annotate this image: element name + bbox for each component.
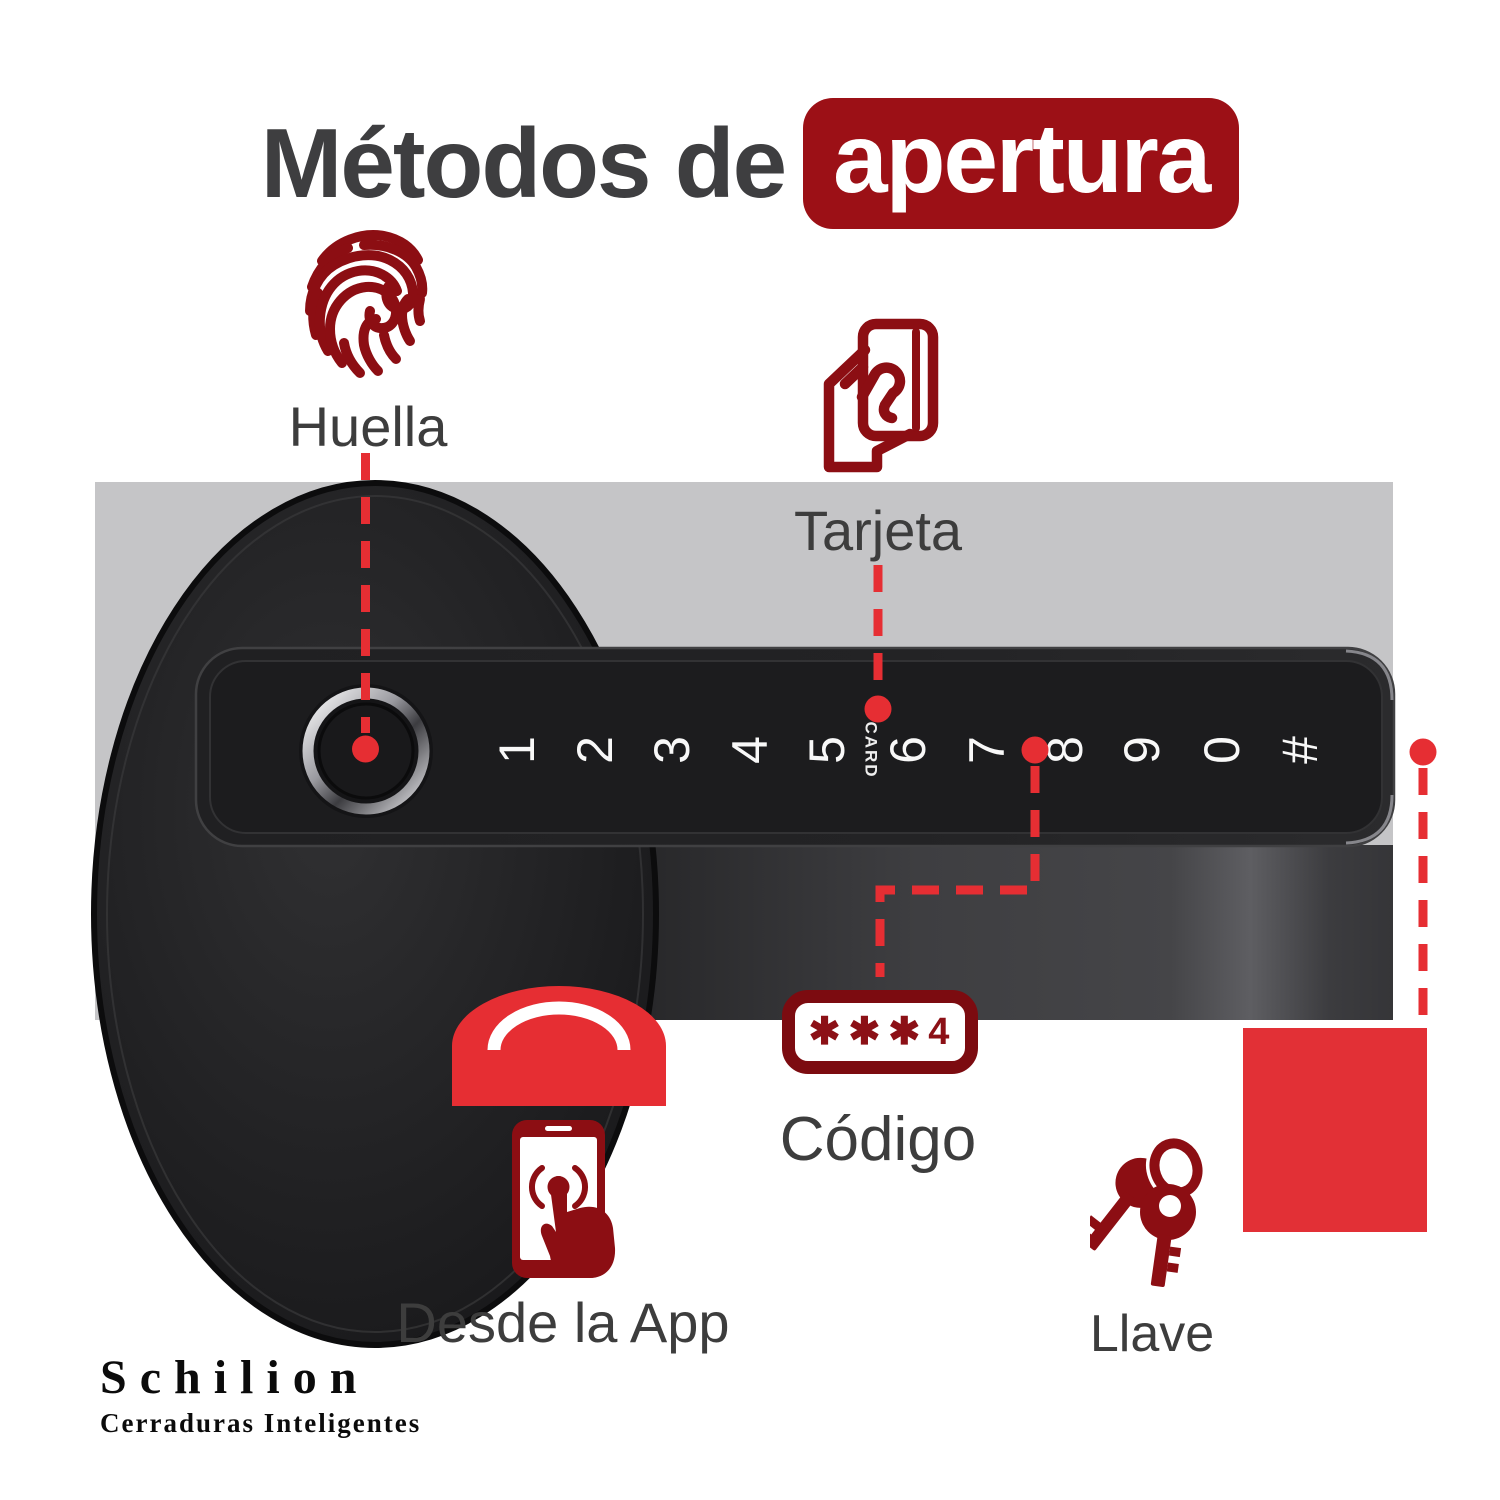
lock-rosette-rim	[106, 495, 644, 1333]
photo-shadow-band	[600, 845, 1393, 1020]
tarjeta-label: Tarjeta	[793, 499, 963, 562]
lock-handle-edge-highlight	[1345, 649, 1394, 845]
padlock-shape	[452, 986, 666, 1106]
keypad-key: 3	[644, 736, 700, 764]
codigo-connector-line	[875, 766, 1040, 977]
code-display-box: ✱✱✱4	[782, 990, 978, 1074]
keypad-key: 0	[1194, 736, 1250, 764]
red-square-accent	[1243, 1028, 1427, 1232]
title-highlight-box: apertura	[803, 98, 1240, 229]
title-prefix: Métodos de	[260, 108, 787, 218]
keypad-key: 2	[567, 736, 623, 764]
page-title: Métodos de apertura	[0, 98, 1500, 229]
keypad-key: 1	[489, 736, 545, 764]
llave-connector-dot	[1409, 738, 1437, 766]
card-reader-label: CARD	[862, 721, 881, 778]
keypad-key: 5	[799, 736, 855, 764]
huella-connector-dot	[352, 735, 379, 763]
card-in-hand-icon	[823, 318, 939, 473]
keypad-key: 7	[959, 736, 1015, 764]
keypad-key: 6	[880, 736, 936, 764]
brand-logo: Schilion	[100, 1351, 370, 1404]
llave-label: Llave	[1089, 1305, 1215, 1363]
brand-tagline: Cerraduras Inteligentes	[100, 1408, 422, 1438]
keypad-key: 4	[722, 736, 778, 764]
app-label: Desde la App	[396, 1291, 730, 1354]
codigo-label: Código	[779, 1105, 977, 1174]
title-highlight: apertura	[833, 103, 1211, 213]
keypad-key: 9	[1114, 736, 1170, 764]
keypad-key: #	[1272, 736, 1328, 764]
huella-label: Huella	[288, 395, 448, 458]
tarjeta-connector-dot	[864, 695, 892, 723]
lock-handle-panel	[209, 660, 1383, 834]
padlock-shackle-gap	[487, 1001, 631, 1051]
fingerprint-icon	[305, 230, 428, 378]
phone-app-icon	[512, 1120, 616, 1278]
codigo-connector-dot	[1021, 736, 1049, 764]
keys-icon	[1090, 1138, 1207, 1287]
keypad: 1 2 3 4 5 6 7 8 9 0 # CARD	[489, 721, 1328, 778]
code-display-value: ✱✱✱4	[808, 1011, 958, 1053]
